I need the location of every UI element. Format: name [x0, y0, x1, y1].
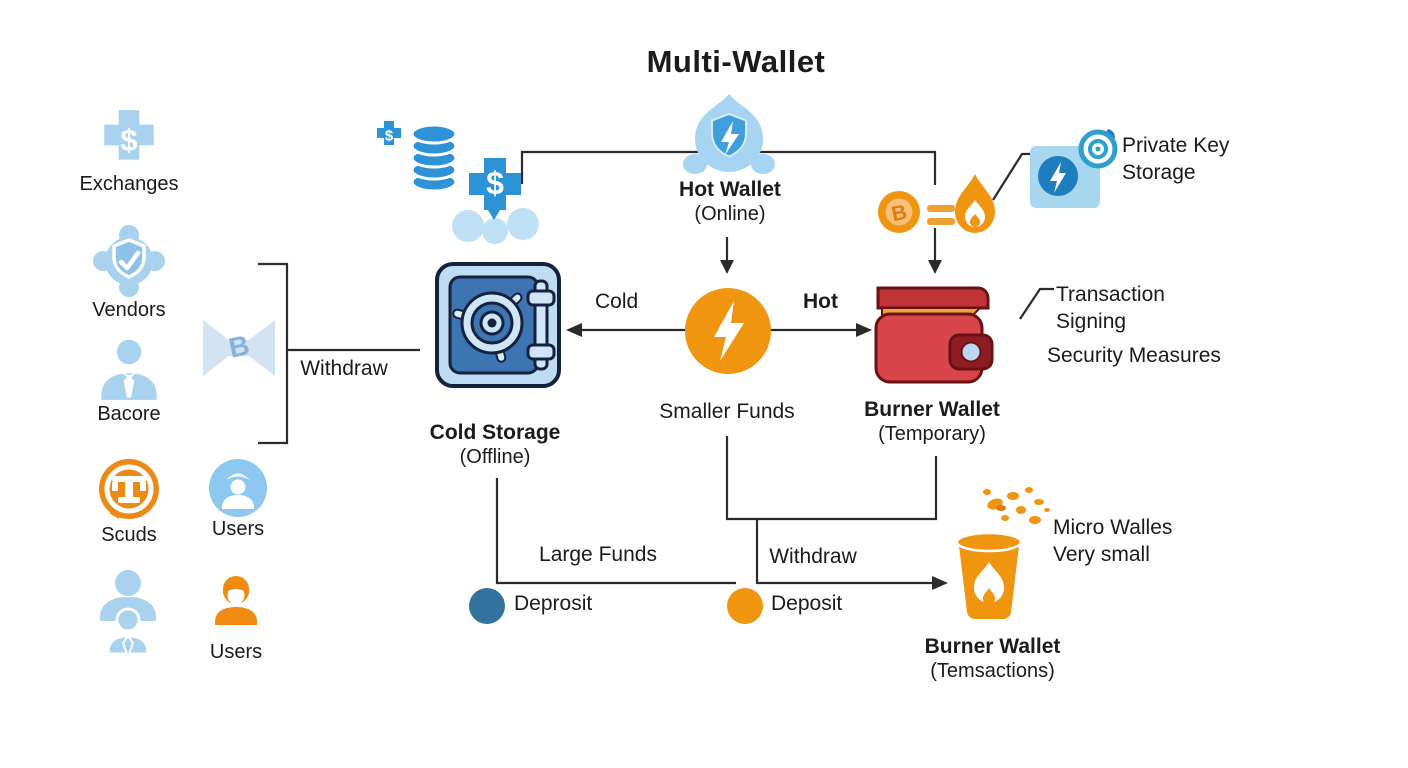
hot-wallet-icon [683, 92, 775, 180]
svg-text:$: $ [120, 122, 137, 157]
node-title: Hot Wallet [679, 178, 781, 201]
edge-label-withdraw-bottom: Withdraw [769, 545, 857, 568]
burner-wallet-icon [870, 274, 996, 388]
annotation-transaction-signing: Transaction Signing [1056, 283, 1165, 333]
arrowhead-left-cold [566, 323, 582, 337]
sidebar-item-label: Exchanges [79, 173, 179, 195]
annotation-micro-wallets: Micro Walles Very small [1053, 516, 1173, 566]
private-key-icon [1028, 126, 1124, 212]
coin-stack-icon [408, 124, 460, 194]
withdraw-bottom-line [755, 519, 934, 585]
sidebar-item-bacore: Bacore [49, 336, 209, 426]
annotation-private-key-storage: Private Key Storage [1122, 134, 1230, 184]
large-funds-line [495, 478, 736, 585]
node-title: Burner Wallet [924, 635, 1061, 658]
transaction-callout-line [1019, 287, 1054, 320]
arrowhead-right-bin [932, 576, 948, 590]
node-subtitle: (Online) [694, 203, 766, 225]
sidebar-item-label: Vendors [92, 299, 166, 321]
sidebar-item-exchanges: $ Exchanges [49, 106, 209, 196]
bracket-line [258, 262, 289, 445]
dollar-cloud-icon: $ [448, 156, 542, 244]
shield-check-icon [93, 225, 165, 297]
sidebar-item-label: Scuds [101, 524, 157, 546]
sidebar-item-label: Users [209, 641, 263, 663]
node-subtitle: (Offline) [459, 446, 531, 468]
sidebar-item-label: Users [211, 518, 265, 540]
svg-text:$: $ [385, 128, 394, 145]
user-circle-icon [209, 459, 267, 517]
edge-label-cold: Cold [595, 290, 639, 313]
burner-bin-label: Burner Wallet (Temsactions) [910, 634, 1075, 684]
sidebar-item-vendors: Vendors [49, 224, 209, 322]
token-ring-icon [99, 459, 159, 519]
node-subtitle: (Temporary) [878, 423, 986, 445]
legend-dot-deposit [727, 588, 763, 624]
edge-label-withdraw-left: Withdraw [300, 357, 388, 380]
burner-wallet-label: Burner Wallet (Temporary) [852, 397, 1012, 447]
dollar-cross-icon: $ [104, 110, 154, 160]
edge-label-large-funds: Large Funds [539, 543, 657, 566]
legend-label-deposit: Deposit [771, 592, 843, 615]
hot-wallet-label: Hot Wallet (Online) [650, 177, 810, 227]
bitcoin-badge-icon: B [200, 314, 278, 382]
sidebar-item-scuds: Scuds [49, 455, 209, 547]
svg-text:B: B [890, 201, 910, 227]
edge-label-hot: Hot [803, 290, 838, 313]
person-tie-icon [101, 339, 157, 400]
node-title: Cold Storage [429, 421, 561, 444]
user-orange-icon [215, 576, 257, 625]
lightning-hub-icon [684, 287, 772, 375]
annotation-security-measures: Security Measures [1047, 344, 1221, 367]
node-subtitle: (Temsactions) [930, 660, 1055, 682]
flame-icon [952, 172, 998, 236]
arrowhead-down-lightning [720, 260, 734, 274]
equals-icon [925, 197, 957, 233]
bitcoin-coin-icon: B [877, 190, 921, 234]
dollar-cross-small-icon: $ [373, 119, 405, 151]
cold-storage-label: Cold Storage (Offline) [415, 420, 575, 470]
svg-text:B: B [226, 329, 252, 364]
arrowhead-down-wallet [928, 260, 942, 274]
cold-storage-safe-icon [434, 261, 562, 389]
svg-text:$: $ [486, 165, 504, 201]
node-title: Burner Wallet [864, 398, 1000, 421]
edge-label-smaller-funds: Smaller Funds [659, 400, 795, 423]
merge-line [725, 436, 938, 521]
sidebar-item-users-blue: Users [178, 459, 298, 541]
burner-bin-icon [943, 480, 1055, 630]
arrowhead-right-hot [856, 323, 872, 337]
sidebar-item-users-orange: Users [176, 574, 296, 664]
page-title: Multi-Wallet [646, 44, 826, 79]
legend-label-deprosit: Deprosit [514, 592, 593, 615]
sidebar-item-label: Bacore [97, 403, 161, 425]
legend-dot-deprosit [469, 588, 505, 624]
people-group-icon [92, 568, 164, 660]
